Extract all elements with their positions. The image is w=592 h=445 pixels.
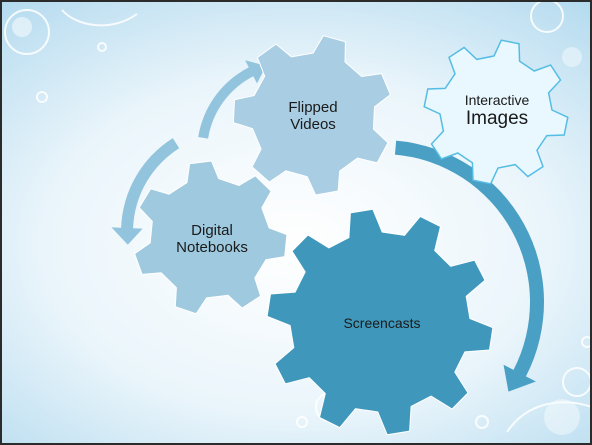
cycle-arrow-right bbox=[394, 140, 544, 392]
cycle-arrow-left bbox=[111, 138, 180, 245]
cycle-arrow-top bbox=[198, 60, 267, 139]
gear-interactive-images bbox=[423, 39, 569, 185]
gear-digital-notebooks bbox=[133, 160, 288, 315]
gear-flipped-videos bbox=[232, 35, 392, 196]
gear-screencasts bbox=[266, 208, 494, 436]
